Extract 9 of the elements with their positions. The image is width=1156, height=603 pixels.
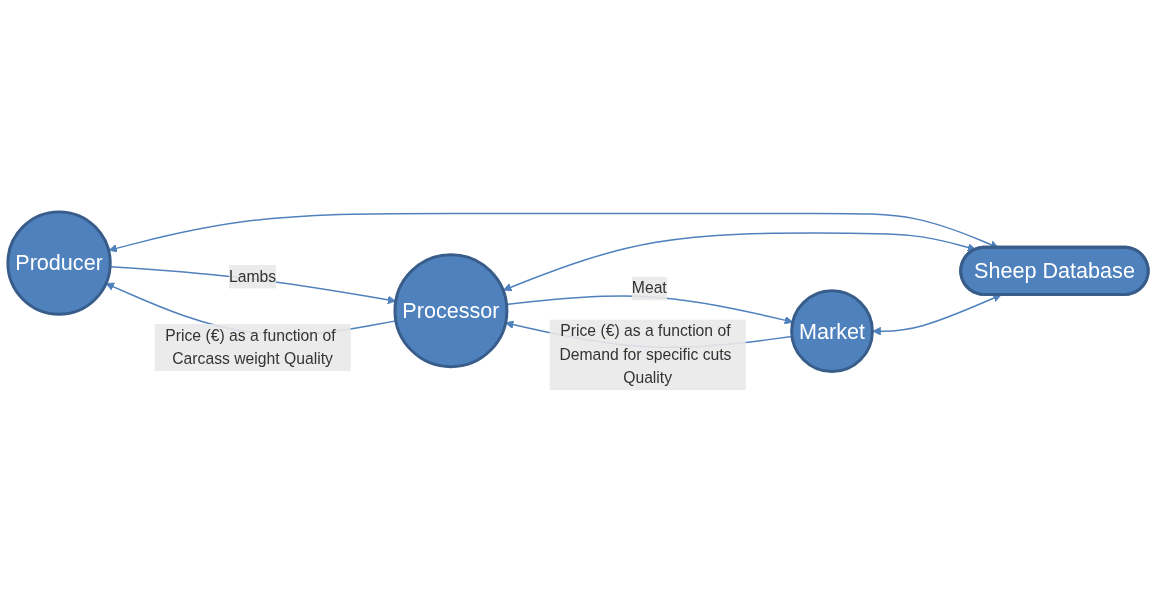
arrow [108,213,999,253]
node-circle: Market [790,289,874,374]
edge-label: Price (€) as a function of Demand for specific cuts Quality [559,322,732,387]
node-circle: Processor [393,253,509,369]
edge-label: Price (€) as a function of Carcass weight Quality [165,327,336,368]
arrow [872,294,1002,336]
edge-label: Lambs [229,268,277,286]
node-circle: Producer [6,210,112,317]
edge-label: Meat [631,280,667,297]
